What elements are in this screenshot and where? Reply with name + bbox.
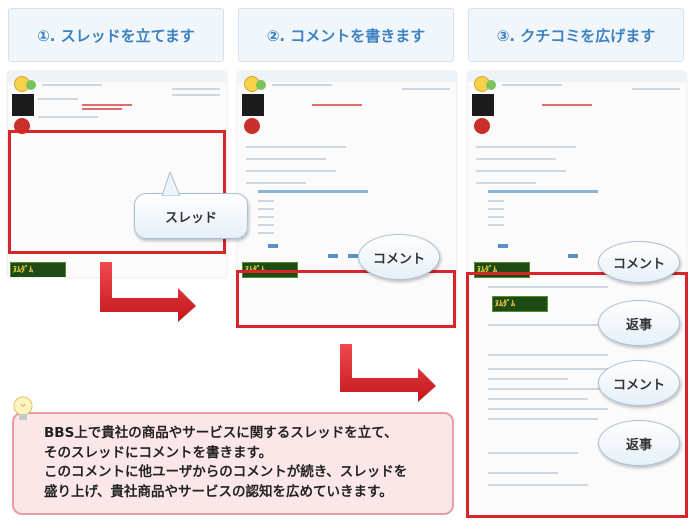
lightbulb-icon (13, 396, 33, 420)
reply-callout-2: 返事 (598, 420, 680, 466)
avatar (472, 94, 494, 116)
reply-callout-1-label: 返事 (625, 317, 652, 333)
comment-callout-2-label: コメント (612, 377, 665, 393)
reply-callout-2-label: 返事 (625, 437, 652, 453)
banner-text: ﾇﾑﾀﾞﾑ (245, 265, 265, 274)
description-line-2: そのスレッドにコメントを書きます。 (44, 444, 273, 461)
step-2-header: ②. コメントを書きます (238, 8, 454, 62)
screenshot-step-2: ﾇﾑﾀﾞﾑ (238, 72, 456, 327)
reply-callout-1: 返事 (598, 300, 680, 346)
step-3-header: ③. クチコミを広げます (468, 8, 684, 62)
step-1-label: ①. スレッドを立てます (37, 26, 195, 45)
comment-callout-step2-label: コメント (372, 251, 425, 267)
step-3-label: ③. クチコミを広げます (496, 26, 656, 45)
banner-text: ﾇﾑﾀﾞﾑ (477, 265, 497, 274)
avatar (242, 94, 264, 116)
avatar (12, 94, 34, 116)
comment-callout-step2: コメント (358, 234, 440, 280)
thread-callout-label: スレッド (164, 210, 217, 226)
description-line-3: このコメントに他ユーザからのコメントが続き、スレッドを (44, 464, 408, 480)
comment-callout-1-label: コメント (612, 256, 665, 272)
arrow-step2-to-step3 (340, 344, 436, 402)
comment-highlight-frame (236, 270, 456, 328)
description-line-1: BBS上で貴社の商品やサービスに関するスレッドを立て、 (44, 425, 398, 441)
description-box: BBS上で貴社の商品やサービスに関するスレッドを立て、 そのスレッドにコメントを… (12, 412, 454, 515)
thread-highlight-frame (8, 130, 226, 254)
thread-callout-tail (161, 172, 181, 196)
arrow-step1-to-step2 (100, 262, 196, 322)
comment-callout-1: コメント (598, 241, 680, 283)
step-1-header: ①. スレッドを立てます (8, 8, 224, 62)
banner-text: ﾇﾑﾀﾞﾑ (495, 299, 515, 308)
screenshot-step-1: ﾇﾑﾀﾞﾑ (8, 72, 226, 277)
step-2-label: ②. コメントを書きます (266, 26, 426, 45)
comment-callout-2: コメント (598, 360, 680, 406)
banner-text: ﾇﾑﾀﾞﾑ (13, 265, 33, 274)
thread-callout: スレッド (134, 193, 248, 239)
description-line-4: 盛り上げ、貴社商品やサービスの認知を広めていきます。 (44, 483, 393, 500)
thread-spread-highlight-frame (466, 272, 688, 518)
